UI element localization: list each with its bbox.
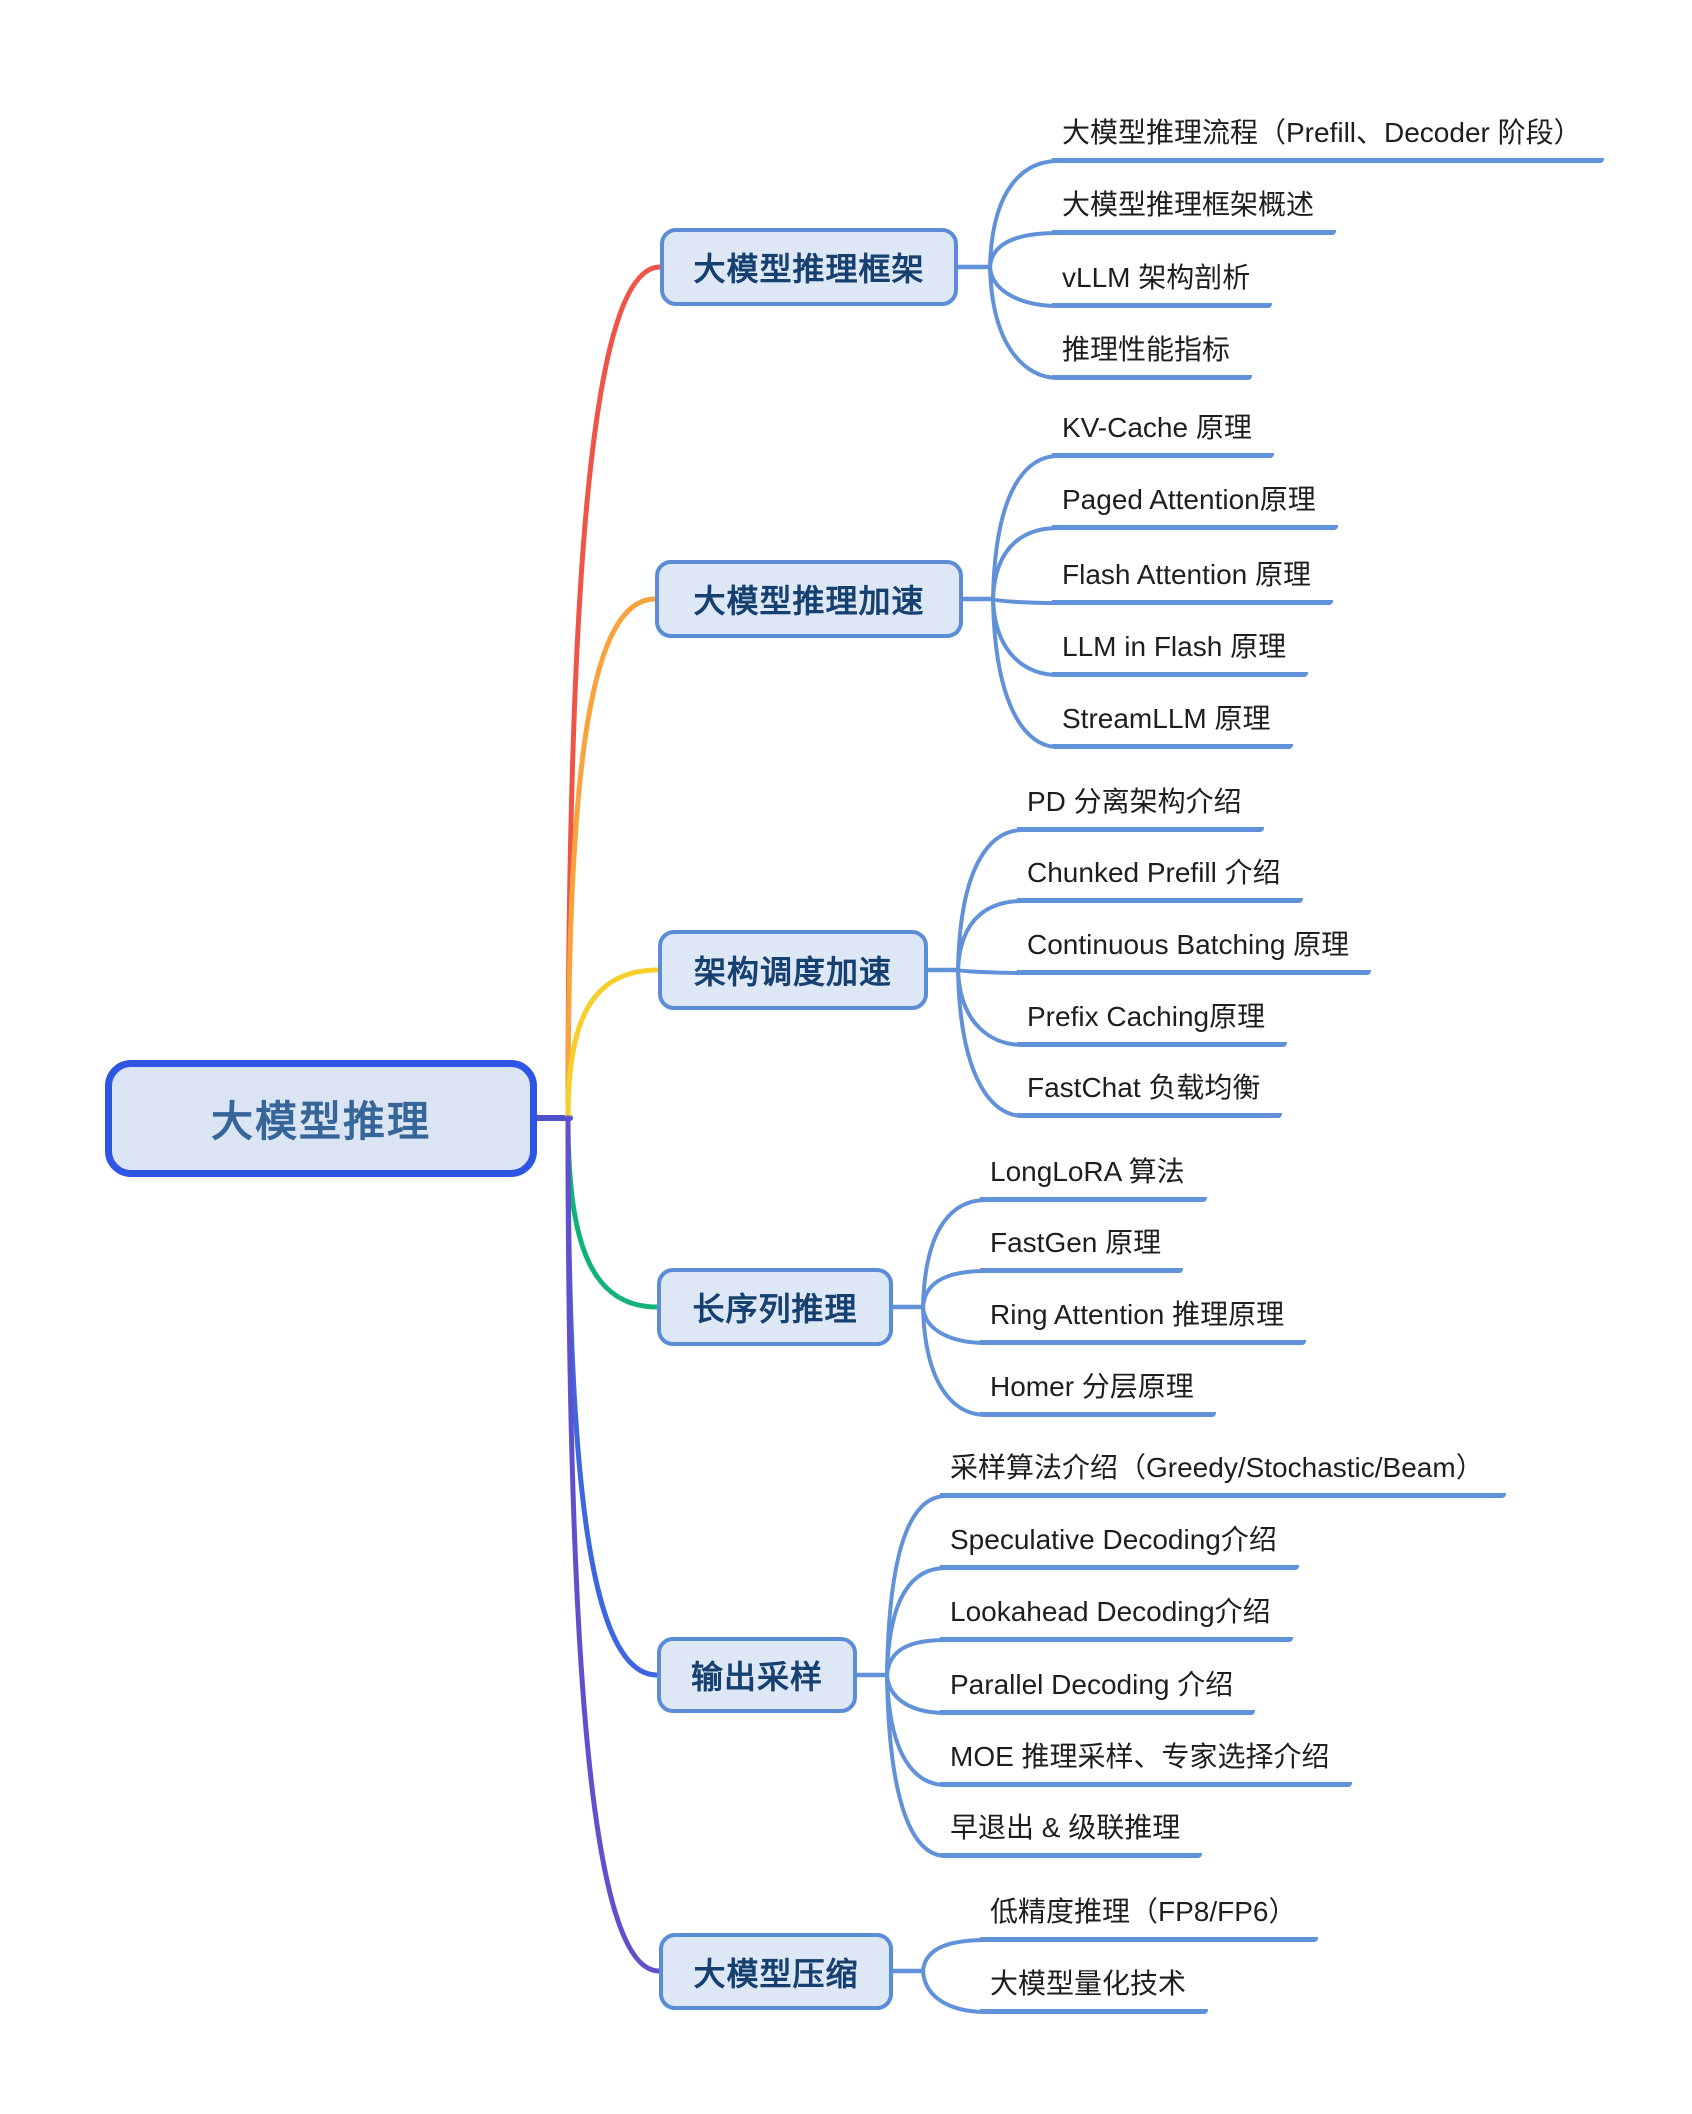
branch-line-output-sampling (565, 1115, 660, 1678)
leaf-topic[interactable]: Ring Attention 推理原理 (980, 1298, 1307, 1345)
connector-b4-leaf1 (921, 1269, 988, 1309)
leaf-topic[interactable]: 大模型推理框架概述 (1052, 188, 1337, 235)
leaf-topic[interactable]: 推理性能指标 (1052, 333, 1253, 380)
branch-inference-framework[interactable]: 大模型推理框架 (660, 228, 958, 306)
branch-line-inference-framework (565, 264, 663, 1121)
leaf-topic[interactable]: 采样算法介绍（Greedy/Stochastic/Beam） (940, 1451, 1506, 1498)
leaf-topic[interactable]: LongLoRA 算法 (980, 1155, 1207, 1202)
connector-b5-leaf2 (885, 1638, 948, 1677)
connector-b2-leaf1 (991, 526, 1060, 601)
connector-b4-leaf3 (921, 1305, 988, 1417)
connector-b2-leaf4 (991, 597, 1060, 749)
connector-b5-leaf3 (885, 1673, 948, 1715)
leaf-topic[interactable]: Prefix Caching原理 (1017, 1000, 1288, 1047)
leaf-topic[interactable]: LLM in Flash 原理 (1052, 630, 1309, 677)
leaf-topic[interactable]: PD 分离架构介绍 (1017, 785, 1264, 832)
branch-line-model-compression (565, 1115, 662, 1974)
connector-b2-leaf2 (991, 597, 1060, 605)
leaf-topic[interactable]: 大模型量化技术 (980, 1967, 1209, 2014)
leaf-topic[interactable]: Lookahead Decoding介绍 (940, 1595, 1293, 1642)
branch-long-sequence[interactable]: 长序列推理 (657, 1268, 893, 1346)
connector-b4-leaf0 (921, 1198, 988, 1309)
leaf-topic[interactable]: Continuous Batching 原理 (1017, 928, 1372, 975)
branch-scheduling-acceleration[interactable]: 架构调度加速 (658, 930, 928, 1010)
leaf-topic[interactable]: FastGen 原理 (980, 1226, 1184, 1273)
branch-inference-acceleration[interactable]: 大模型推理加速 (655, 560, 963, 638)
connector-b5-leaf5 (885, 1673, 948, 1858)
leaf-topic[interactable]: 早退出 & 级联推理 (940, 1811, 1203, 1858)
connector-b4-leaf2 (921, 1305, 988, 1345)
branch-model-compression[interactable]: 大模型压缩 (659, 1933, 893, 2010)
branch-line-long-sequence (565, 1115, 660, 1310)
branch-line-scheduling-acceleration (565, 967, 661, 1121)
connector-b1-leaf3 (988, 265, 1060, 380)
leaf-topic[interactable]: Homer 分层原理 (980, 1370, 1216, 1417)
connector-b5-leaf1 (885, 1566, 948, 1677)
leaf-topic[interactable]: KV-Cache 原理 (1052, 411, 1274, 458)
leaf-topic[interactable]: Parallel Decoding 介绍 (940, 1668, 1256, 1715)
connector-b1-leaf0 (988, 159, 1060, 269)
leaf-topic[interactable]: 低精度推理（FP8/FP6） (980, 1895, 1319, 1942)
connector-b5-leaf0 (885, 1494, 948, 1677)
connector-b2-leaf0 (991, 454, 1060, 601)
connector-b2-leaf3 (991, 597, 1060, 677)
connector-b1-leaf2 (988, 265, 1060, 308)
leaf-topic[interactable]: FastChat 负载均衡 (1017, 1071, 1283, 1118)
connector-b3-leaf4 (956, 968, 1025, 1118)
connector-b6-leaf1 (921, 1969, 988, 2014)
connector-b3-leaf2 (956, 968, 1025, 975)
connector-b6-leaf0 (921, 1938, 988, 1973)
leaf-topic[interactable]: 大模型推理流程（Prefill、Decoder 阶段） (1052, 116, 1604, 163)
connector-b1-leaf1 (988, 231, 1060, 269)
leaf-topic[interactable]: StreamLLM 原理 (1052, 702, 1293, 749)
connector-b5-leaf4 (885, 1673, 948, 1787)
branch-line-inference-acceleration (565, 596, 658, 1121)
leaf-topic[interactable]: vLLM 架构剖析 (1052, 261, 1273, 308)
leaf-topic[interactable]: Chunked Prefill 介绍 (1017, 856, 1303, 903)
leaf-topic[interactable]: Flash Attention 原理 (1052, 558, 1334, 605)
leaf-topic[interactable]: Paged Attention原理 (1052, 483, 1338, 530)
branch-output-sampling[interactable]: 输出采样 (657, 1637, 857, 1713)
central-topic[interactable]: 大模型推理 (105, 1060, 537, 1177)
connector-b3-leaf1 (956, 899, 1025, 972)
leaf-topic[interactable]: Speculative Decoding介绍 (940, 1523, 1299, 1570)
leaf-topic[interactable]: MOE 推理采样、专家选择介绍 (940, 1740, 1352, 1787)
connector-b3-leaf3 (956, 968, 1025, 1047)
connector-b3-leaf0 (956, 828, 1025, 972)
